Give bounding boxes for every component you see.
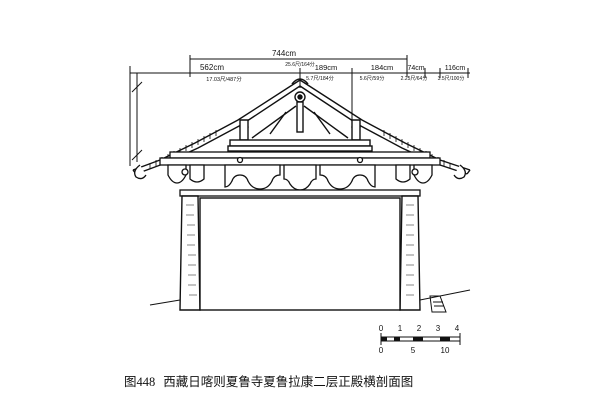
scale-top-0: 0 (379, 324, 384, 333)
dim-seg3: 74cm (407, 65, 424, 72)
scale-top-2: 2 (417, 324, 422, 333)
scale-bottom-10: 10 (441, 346, 450, 355)
scale-top-1: 1 (398, 324, 403, 333)
dim-sub4: 5.6尺/59分 (360, 74, 385, 82)
scale-top-4: 4 (455, 324, 460, 333)
dim-seg1: 189cm (315, 63, 338, 72)
figure-number: 图448 (124, 375, 156, 389)
scale-bottom-5: 5 (411, 346, 416, 355)
dim-sub6: 3.5尺/100分 (438, 75, 465, 82)
walls (149, 195, 471, 311)
scale-bar: 0 1 2 3 4 0 5 10 (379, 324, 461, 355)
bracket-zone (134, 151, 466, 197)
dim-sub2: 17.03尺/487分 (206, 75, 242, 83)
dim-seg4: 116cm (445, 65, 466, 72)
roof (132, 78, 471, 175)
staircase (429, 295, 447, 313)
dim-sub1: 25.6尺/164分 (285, 61, 314, 68)
dimension-labels: 744cm 562cm 189cm 184cm 74cm 116cm 25.6尺… (200, 49, 465, 83)
dim-seg2: 184cm (371, 63, 394, 72)
scale-bottom-0: 0 (379, 346, 384, 355)
figure-caption: 图448 西藏日喀则夏鲁寺夏鲁拉康二层正殿横剖面图 (124, 371, 421, 390)
dim-total: 744cm (272, 49, 296, 58)
wall-hatching (186, 204, 414, 296)
scale-top-3: 3 (436, 324, 441, 333)
dim-sub3: 5.7尺/184分 (306, 74, 334, 82)
dim-sub5: 2.25尺/64分 (401, 75, 428, 82)
figure-title: 西藏日喀则夏鲁寺夏鲁拉康二层正殿横剖面图 (163, 375, 414, 389)
dim-left-span: 562cm (200, 63, 224, 72)
